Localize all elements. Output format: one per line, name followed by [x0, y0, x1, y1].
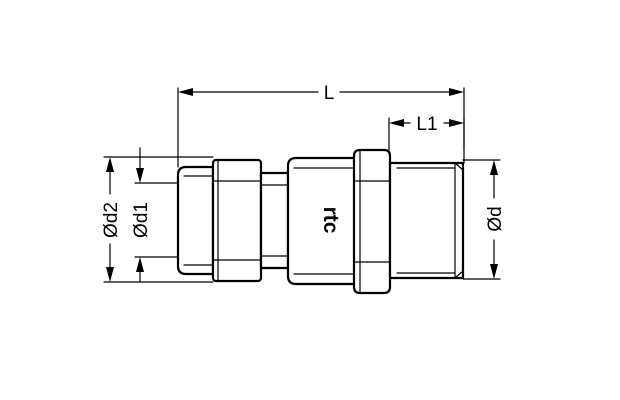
main-body — [286, 156, 358, 286]
logo-text: rtc — [319, 207, 342, 234]
dimension-od1-label: Ød1 — [131, 202, 152, 238]
dimension-od2: Ød2 — [101, 156, 214, 283]
dimension-od1: Ød1 — [131, 147, 179, 283]
dimension-od: Ød — [462, 159, 506, 280]
threaded-end — [388, 161, 465, 280]
dimension-l1: L1 — [388, 114, 465, 151]
plug-collar — [211, 158, 263, 283]
hex-nut — [352, 148, 392, 295]
plug-neck — [259, 171, 290, 270]
dimension-l1-label: L1 — [416, 114, 437, 135]
dimension-od-label: Ød — [485, 206, 506, 231]
dimension-l-label: L — [324, 83, 335, 104]
dimension-od2-label: Ød2 — [101, 202, 122, 238]
coupling-body: rtc — [176, 148, 465, 295]
plug-nose — [176, 165, 215, 276]
